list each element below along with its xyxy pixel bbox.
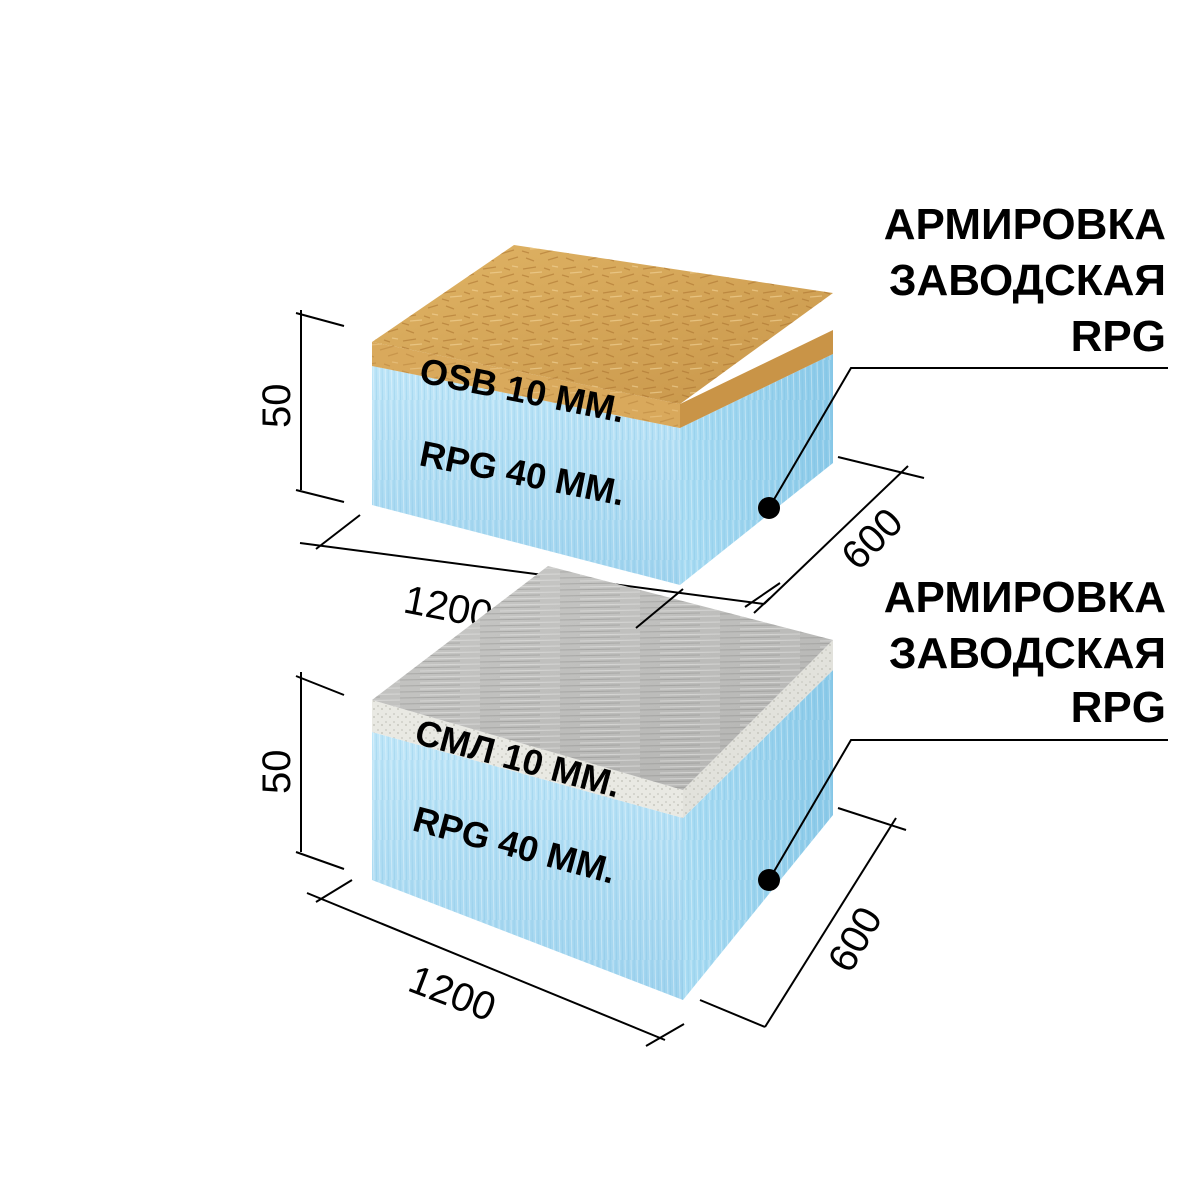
callout-line-2: ЗАВОДСКАЯ [889,629,1166,678]
panel-osb: OSB 10 ММ. RPG 40 ММ. 50 1200 600 АРМИР [255,200,1168,638]
length-label: 1200 [403,957,502,1030]
dimension-width [753,456,925,614]
callout-dot [758,497,780,519]
panel-sml: СМЛ 10 ММ. RPG 40 ММ. 50 1200 600 [255,566,1168,1047]
callout-line-3: RPG [1071,312,1166,361]
dimension-width [699,807,907,1028]
callout-dot [758,869,780,891]
dimension-length [306,879,685,1047]
height-label: 50 [255,384,299,429]
callout-line-2: ЗАВОДСКАЯ [889,256,1166,305]
dimension-length [299,514,781,608]
callout-connector [635,588,684,629]
dimension-height [295,310,345,503]
callout-leader [758,739,1168,891]
callout-line-1: АРМИРОВКА [884,573,1166,622]
callout-line-3: RPG [1071,683,1166,732]
callout-leader [758,367,1168,519]
height-label: 50 [255,750,299,795]
width-label: 600 [833,500,911,578]
dimension-height [295,672,345,870]
osb-side-edge [680,330,833,428]
callout-line-1: АРМИРОВКА [884,200,1166,249]
width-label: 600 [820,900,891,980]
